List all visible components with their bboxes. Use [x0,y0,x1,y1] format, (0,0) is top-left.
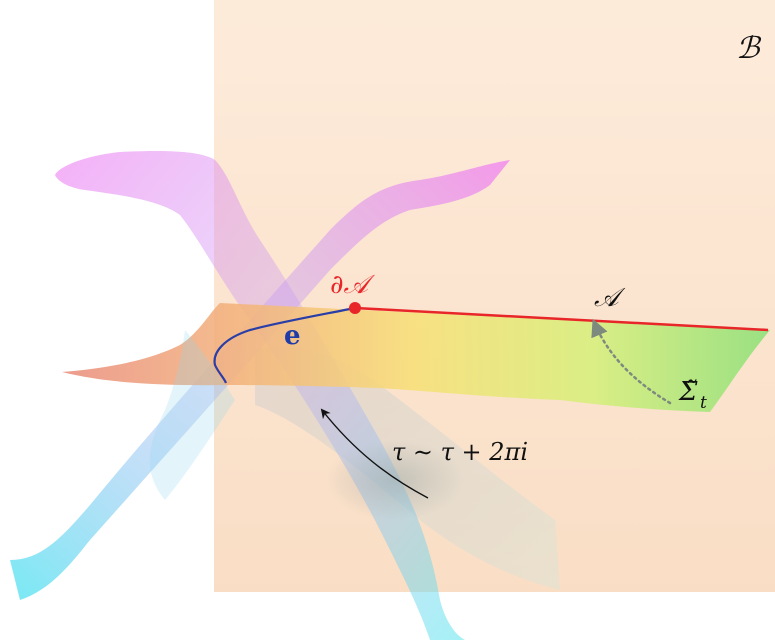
sheet-rising [10,160,510,600]
sheet-descending [55,150,465,641]
slice-subscript: t [700,393,707,413]
region-line [354,306,769,332]
edge-curve [213,306,356,384]
arrow-shadow [325,440,465,520]
identification-label: τ ∼ τ + 2πi [392,438,528,466]
dotted-arrow [591,318,672,405]
boundary-label: ∂𝒜 [330,270,375,300]
edge-label: e [284,321,301,351]
boundary-point [349,302,361,314]
bulk-label: ℬ [736,31,762,66]
identification-arrow [320,408,429,499]
sheet-front-left [149,330,235,500]
slice-label: Σ̃ [678,377,698,407]
